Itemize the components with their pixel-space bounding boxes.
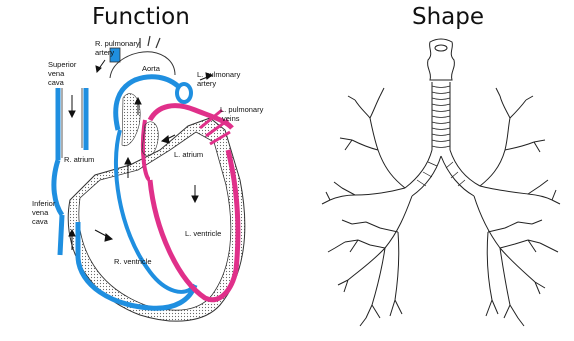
left-bronchial-branches [322,88,412,326]
label-superior-vena-cava-3: cava [48,78,65,87]
label-r-pulmonary-artery-2: artery [95,48,114,57]
right-bronchial-branches [474,88,560,326]
label-l-pulmonary-artery-1: L. pulmonary [197,70,241,79]
bronchial-tree [322,39,560,326]
label-l-atrium: L. atrium [174,150,203,159]
left-main-bronchus [405,150,441,196]
label-l-pulmonary-veins-2: veins [222,114,240,123]
label-inferior-vena-cava-1: Inferior [32,199,56,208]
label-l-pulmonary-artery-2: artery [197,79,216,88]
label-inferior-vena-cava-3: cava [32,217,49,226]
label-r-ventricle: R. ventricle [114,257,152,266]
l-pulmonary-artery-ring [177,84,191,102]
label-superior-vena-cava-1: Superior [48,60,77,69]
label-r-pulmonary-artery-1: R. pulmonary [95,39,140,48]
label-superior-vena-cava-2: vena [48,69,65,78]
label-inferior-vena-cava-2: vena [32,208,49,217]
trachea [432,82,450,150]
label-r-atrium: R. atrium [64,155,94,164]
label-l-pulmonary-veins-1: L. pulmonary [220,105,264,114]
label-aorta: Aorta [142,64,161,73]
right-main-bronchus [441,150,480,196]
tracheal-rings [432,86,450,148]
label-l-ventricle: L. ventricle [185,229,221,238]
